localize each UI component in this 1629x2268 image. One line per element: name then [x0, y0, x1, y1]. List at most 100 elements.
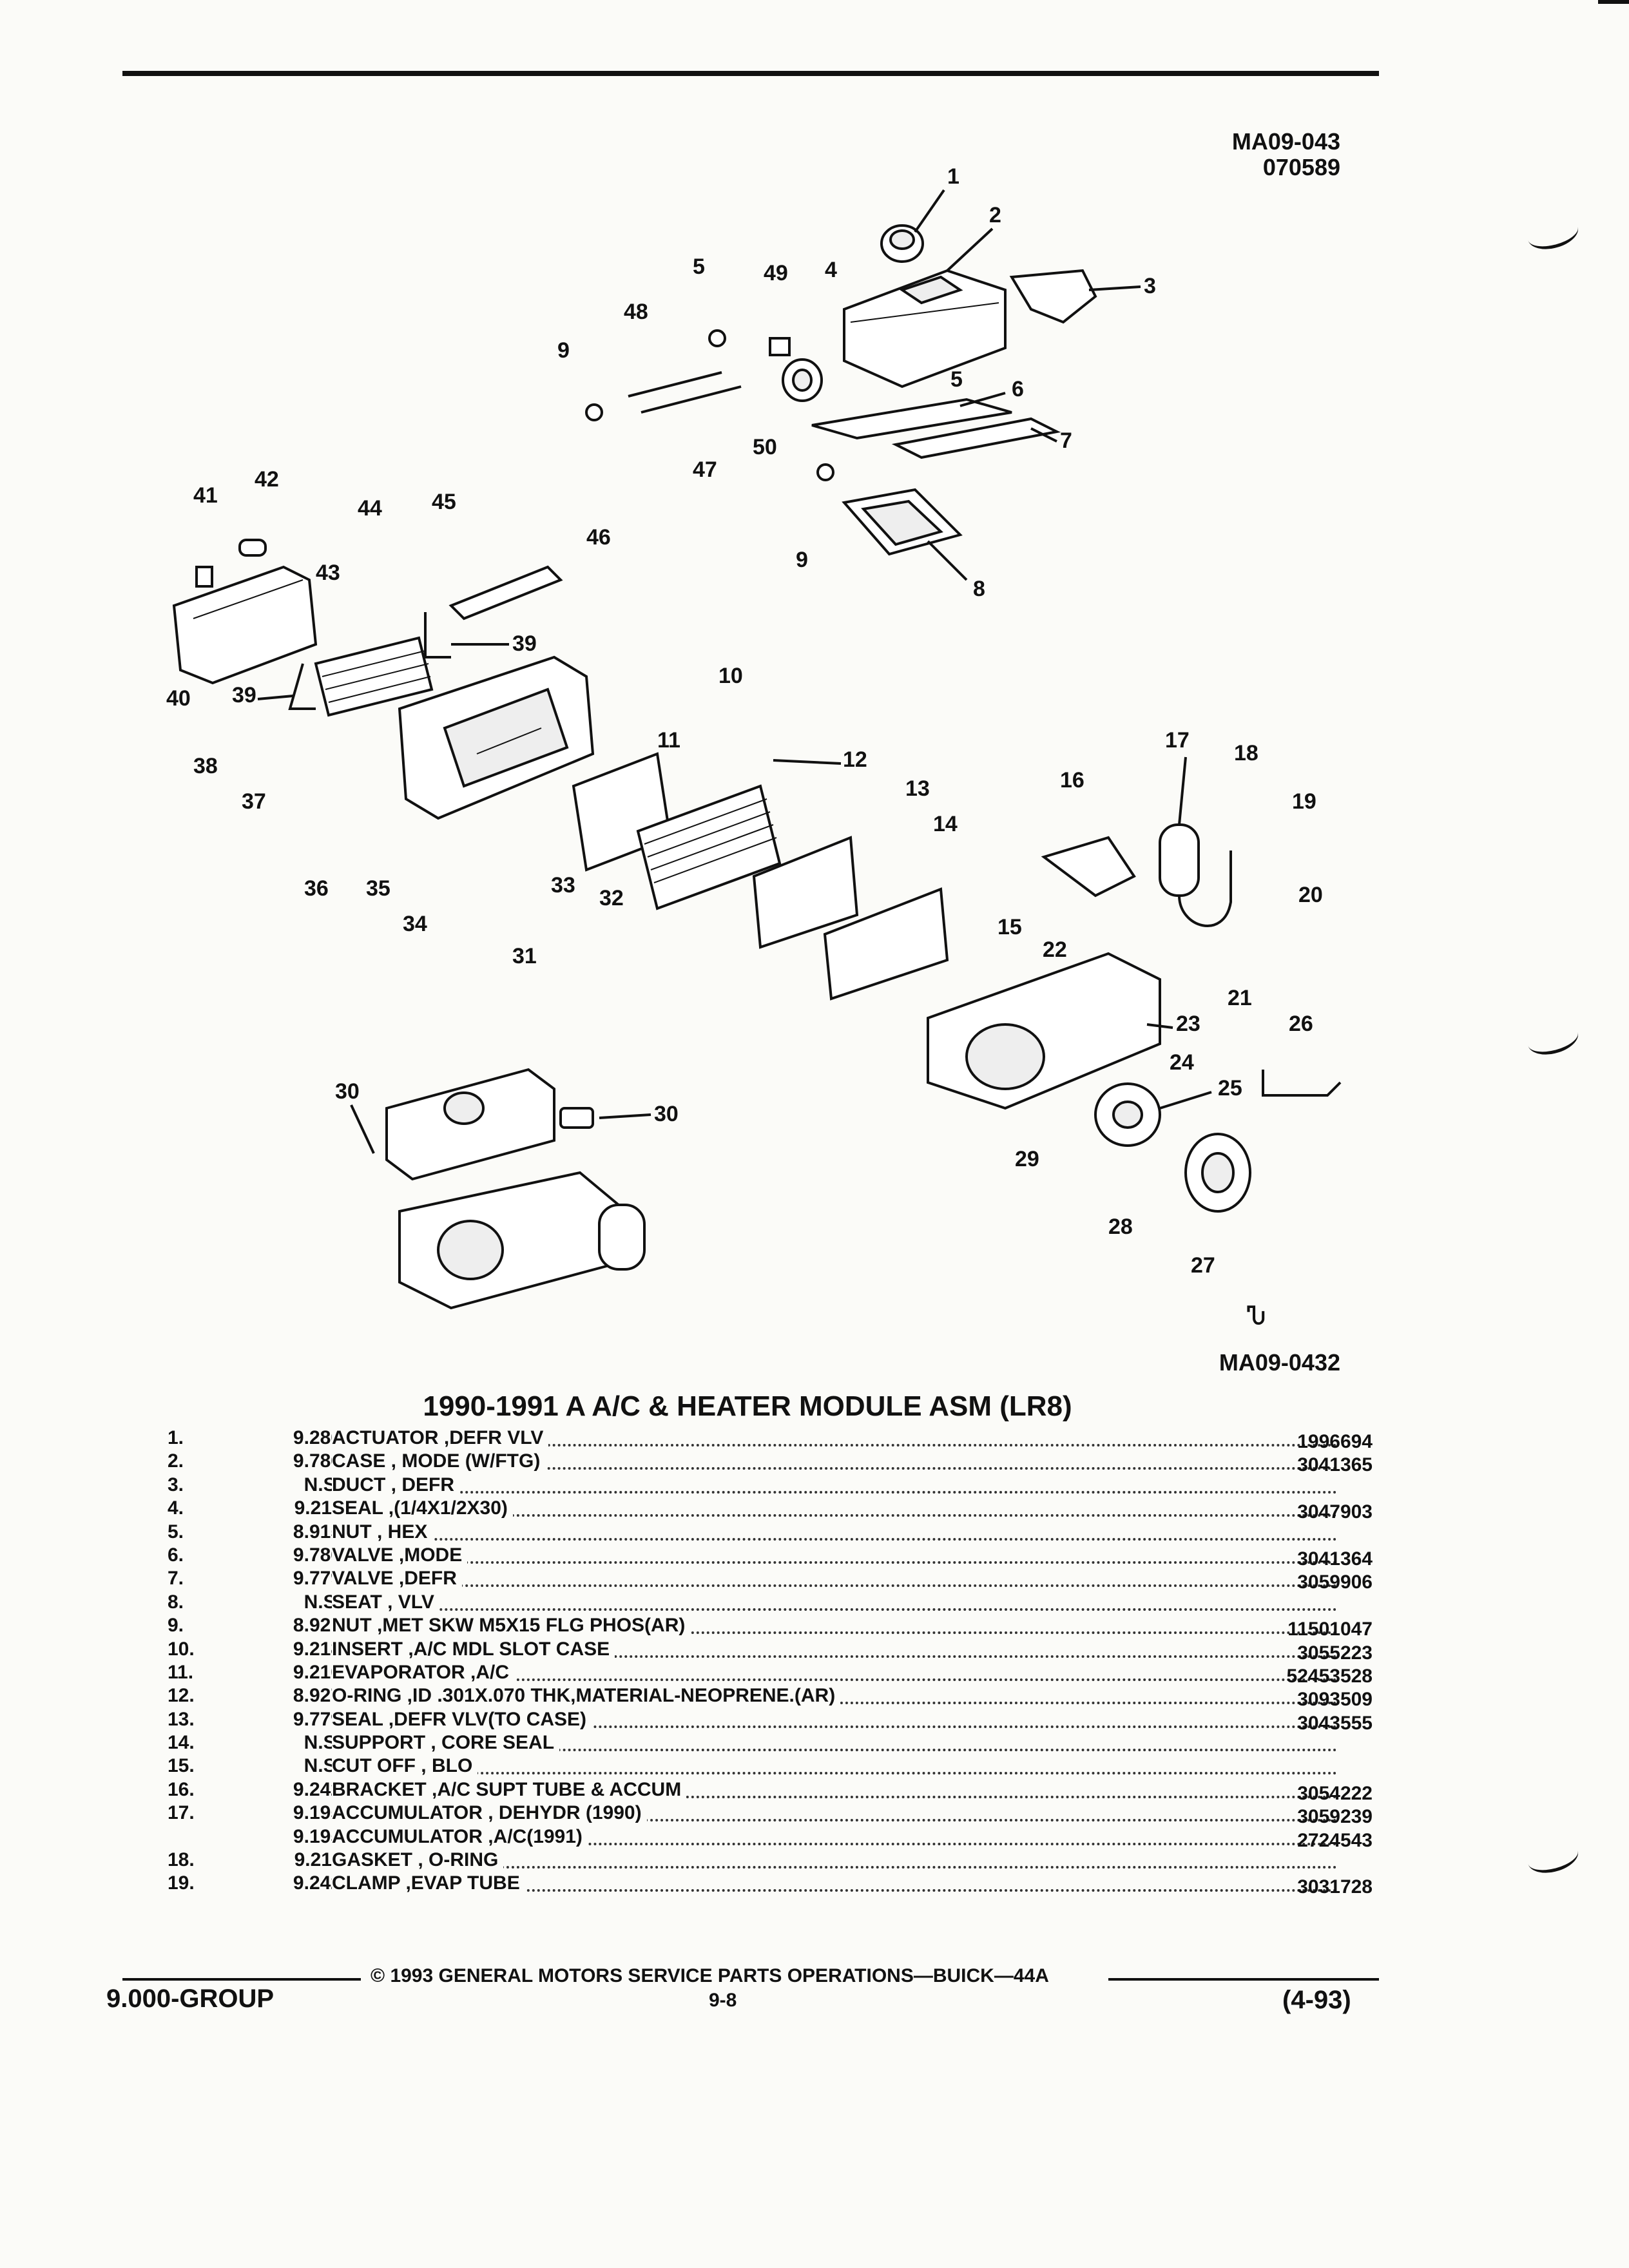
- callout-11: 11: [657, 728, 680, 753]
- part-description: VALVE ,DEFR: [332, 1568, 462, 1590]
- callout-44: 44: [358, 496, 382, 521]
- callout-24: 24: [1170, 1050, 1194, 1075]
- part-number-index: 9.: [168, 1615, 184, 1637]
- callout-20: 20: [1298, 883, 1323, 907]
- callout-1: 1: [947, 164, 959, 189]
- group-number: 9.210: [293, 1661, 342, 1683]
- part-number: 11501047: [1287, 1619, 1373, 1640]
- callout-10: 10: [718, 664, 743, 688]
- part-module-case: [398, 655, 595, 820]
- part-rod-47: [641, 385, 742, 414]
- logo-mark: Ⴠ: [1247, 1305, 1266, 1329]
- part-number: 1996694: [1297, 1431, 1373, 1452]
- part-number: 3047903: [1297, 1501, 1373, 1523]
- callout-46: 46: [586, 525, 611, 550]
- group-number: N.S.: [304, 1755, 342, 1777]
- group-number: 9.779: [293, 1708, 342, 1730]
- callout-30b: 30: [654, 1102, 679, 1126]
- group-number: 9.242: [293, 1778, 342, 1800]
- part-support-14: [823, 887, 949, 1001]
- callout-19: 19: [1292, 789, 1316, 814]
- callout-36: 36: [304, 876, 329, 901]
- part-number-index: 15.: [168, 1755, 195, 1777]
- callout-29: 29: [1015, 1147, 1039, 1171]
- callout-37: 37: [242, 789, 266, 814]
- part-number-index: 7.: [168, 1568, 184, 1590]
- footer-rule-right: [1108, 1978, 1379, 1981]
- page-number: 9-8: [709, 1990, 737, 2011]
- part-description: CASE , MODE (W/FTG): [332, 1450, 546, 1472]
- part-duct: [1009, 269, 1097, 324]
- part-clip-42: [238, 539, 267, 557]
- diagram-callouts: 1 2 3 4 5 5 6 7 8 9 9 10 11 12 13 14 15 …: [166, 164, 1323, 1278]
- part-number: 3055223: [1297, 1642, 1373, 1664]
- part-number: 3041365: [1297, 1454, 1373, 1476]
- part-number-index: 18.: [168, 1849, 195, 1871]
- callout-17: 17: [1165, 728, 1190, 753]
- callout-34: 34: [403, 912, 427, 936]
- part-number-index: 16.: [168, 1778, 195, 1800]
- part-heater-case: [172, 565, 318, 685]
- part-number-index: 4.: [168, 1497, 184, 1519]
- part-pipe-39: [424, 612, 451, 658]
- callout-39b: 39: [512, 631, 537, 656]
- part-mode-valve: [811, 398, 1012, 440]
- part-nut: [816, 463, 834, 481]
- part-description: VALVE ,MODE: [332, 1544, 468, 1566]
- footer-rule-left: [122, 1978, 361, 1981]
- callout-32: 32: [599, 886, 624, 910]
- part-description: SUPPORT , CORE SEAL: [332, 1732, 560, 1754]
- part-description: ACTUATOR ,DEFR VLV: [332, 1427, 549, 1448]
- part-description: SEAL ,DEFR VLV(TO CASE): [332, 1708, 592, 1730]
- group-label: 9.000-GROUP: [106, 1984, 275, 2013]
- group-number: 8.915: [293, 1521, 342, 1542]
- part-description: CUT OFF , BLO: [332, 1755, 478, 1777]
- part-number-index: 12.: [168, 1685, 195, 1707]
- part-description: ACCUMULATOR , DEHYDR (1990): [332, 1802, 647, 1824]
- callout-48: 48: [624, 300, 648, 324]
- group-number: 9.211: [294, 1849, 342, 1871]
- ref-code-2: 070589: [1262, 154, 1340, 180]
- part-module-assembly-bottom: [398, 1171, 646, 1310]
- callout-35: 35: [366, 876, 390, 901]
- section-title: 1990-1991 A A/C & HEATER MODULE ASM (LR8…: [423, 1390, 1072, 1422]
- callout-30: 30: [335, 1079, 360, 1104]
- group-number: N.S.: [304, 1732, 342, 1754]
- callout-39: 39: [232, 683, 256, 707]
- figure-ref: MA09-0432: [1219, 1349, 1340, 1376]
- callout-49: 49: [764, 261, 788, 285]
- top-rule: [122, 71, 1379, 76]
- callout-6: 6: [1012, 377, 1024, 401]
- part-number: 3041364: [1297, 1548, 1373, 1570]
- parts-row: 3.N.S.DUCT , DEFR: [116, 1474, 1373, 1497]
- part-description: NUT , HEX: [332, 1521, 433, 1542]
- callout-27: 27: [1191, 1253, 1215, 1278]
- callout-38: 38: [193, 754, 218, 778]
- callout-42: 42: [255, 467, 279, 492]
- revision-date: (4-93): [1282, 1986, 1351, 2014]
- callout-14: 14: [933, 812, 958, 836]
- part-description: EVAPORATOR ,A/C: [332, 1661, 515, 1683]
- corner-mark: [1598, 0, 1629, 4]
- callout-4: 4: [825, 258, 837, 282]
- part-number: 3059906: [1297, 1571, 1373, 1593]
- callout-16: 16: [1060, 768, 1084, 793]
- group-number: N.S.: [304, 1591, 342, 1613]
- callout-31: 31: [512, 944, 537, 968]
- part-description: SEAT , VLV: [332, 1591, 439, 1613]
- group-number: 9.195: [293, 1825, 342, 1847]
- part-number: 3031728: [1297, 1876, 1373, 1898]
- part-number: 2724543: [1297, 1829, 1373, 1851]
- part-blower-housing: [927, 952, 1161, 1110]
- group-number: N.S.: [304, 1474, 342, 1495]
- part-description: INSERT ,A/C MDL SLOT CASE: [332, 1638, 615, 1660]
- part-pipe-46: [448, 565, 563, 620]
- callout-45: 45: [432, 490, 456, 514]
- part-actuator-50: [782, 358, 823, 402]
